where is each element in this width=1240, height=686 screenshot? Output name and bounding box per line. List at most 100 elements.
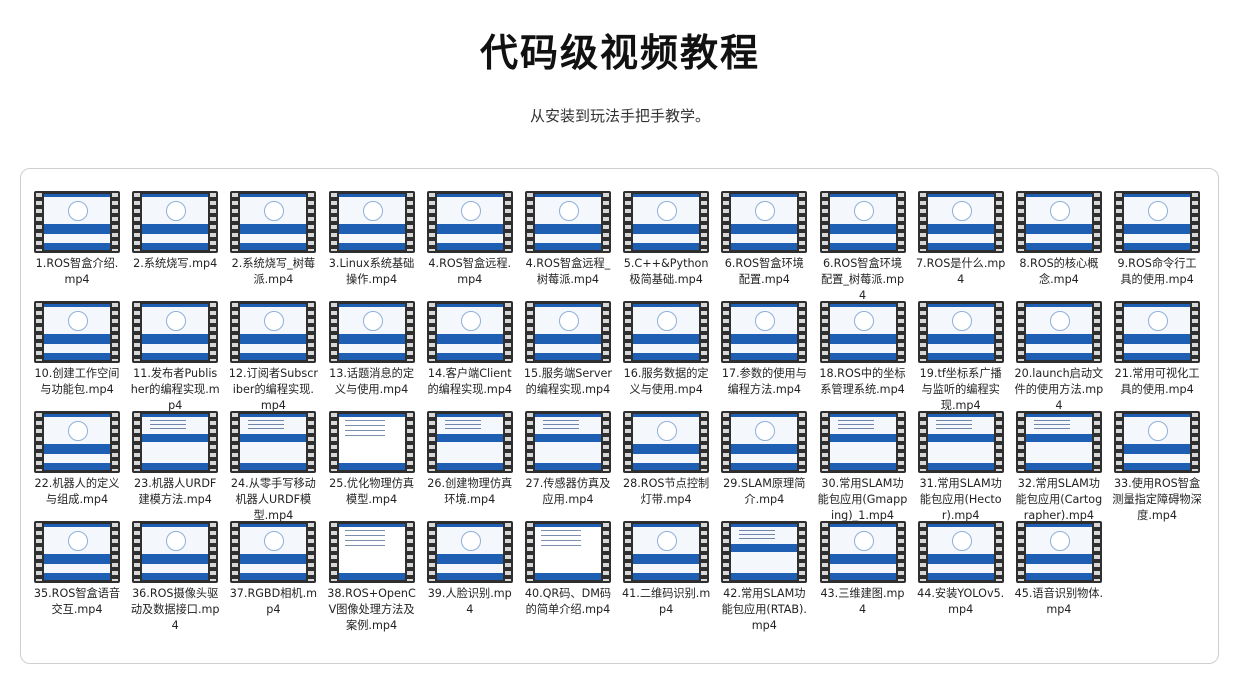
- video-file-item[interactable]: 15.服务端Server的编程实现.mp4: [524, 301, 612, 411]
- video-thumbnail-icon[interactable]: [623, 411, 710, 473]
- video-thumbnail-icon[interactable]: [328, 191, 415, 253]
- video-thumbnail-icon[interactable]: [819, 521, 906, 583]
- video-file-item[interactable]: 37.RGBD相机.mp4: [230, 521, 317, 631]
- video-file-item[interactable]: 13.话题消息的定义与使用.mp4: [328, 301, 415, 411]
- video-thumbnail-icon[interactable]: [132, 301, 219, 363]
- video-file-item[interactable]: 2.系统烧写_树莓派.mp4: [230, 191, 317, 301]
- video-file-item[interactable]: 30.常用SLAM功能包应用(Gmapping)_1.mp4: [818, 411, 907, 522]
- video-thumbnail-icon[interactable]: [819, 301, 906, 363]
- video-thumbnail-icon[interactable]: [917, 521, 1004, 583]
- video-thumbnail-icon[interactable]: [34, 191, 120, 253]
- video-file-item[interactable]: 17.参数的使用与编程方法.mp4: [721, 301, 808, 411]
- video-file-item[interactable]: 45.语音识别物体.mp4: [1015, 521, 1103, 631]
- video-file-item[interactable]: 20.launch启动文件的使用方法.mp4: [1014, 301, 1104, 412]
- video-thumbnail-icon[interactable]: [721, 301, 808, 363]
- video-thumbnail-icon[interactable]: [1114, 301, 1201, 363]
- video-file-item[interactable]: 10.创建工作空间与功能包.mp4: [34, 301, 120, 411]
- video-file-item[interactable]: 18.ROS中的坐标系管理系统.mp4: [819, 301, 906, 411]
- video-thumbnail-icon[interactable]: [230, 191, 317, 253]
- video-file-item[interactable]: 3.Linux系统基础操作.mp4: [328, 191, 415, 301]
- video-file-item[interactable]: 4.ROS智盒远程_树莓派.mp4: [524, 191, 611, 301]
- video-file-item[interactable]: 40.QR码、DM码的简单介绍.mp4: [525, 521, 611, 631]
- video-thumbnail-icon[interactable]: [623, 521, 710, 583]
- video-file-item[interactable]: 11.发布者Publisher的编程实现.mp4: [131, 301, 220, 412]
- video-file-item[interactable]: 9.ROS命令行工具的使用.mp4: [1114, 191, 1201, 301]
- video-file-item[interactable]: 8.ROS的核心概念.mp4: [1015, 191, 1102, 301]
- video-thumbnail-icon[interactable]: [721, 191, 808, 253]
- video-file-name: 31.常用SLAM功能包应用(Hector).mp4: [919, 477, 1002, 522]
- video-thumbnail-icon[interactable]: [819, 411, 906, 473]
- video-file-item[interactable]: 25.优化物理仿真模型.mp4: [328, 411, 415, 521]
- video-file-item[interactable]: 27.传感器仿真及应用.mp4: [524, 411, 611, 521]
- video-thumbnail-icon[interactable]: [917, 191, 1004, 253]
- video-file-item[interactable]: 12.订阅者Subscriber的编程实现.mp4: [229, 301, 318, 412]
- video-file-item[interactable]: 33.使用ROS智盒测量指定障碍物深度.mp4: [1112, 411, 1202, 522]
- video-file-name: 1.ROS智盒介绍.mp4: [35, 257, 119, 286]
- video-file-item[interactable]: 4.ROS智盒远程.mp4: [426, 191, 513, 301]
- video-thumbnail-icon[interactable]: [230, 301, 317, 363]
- video-thumbnail-icon[interactable]: [426, 301, 513, 363]
- video-thumbnail-icon[interactable]: [1114, 411, 1201, 473]
- video-file-item[interactable]: 2.系统烧写.mp4: [132, 191, 219, 301]
- video-file-item[interactable]: 23.机器人URDF建模方法.mp4: [132, 411, 219, 521]
- video-thumbnail-icon[interactable]: [230, 411, 317, 473]
- video-file-item[interactable]: 5.C++&Python极简基础.mp4: [623, 191, 710, 301]
- video-thumbnail-icon[interactable]: [524, 301, 611, 363]
- video-file-item[interactable]: 38.ROS+OpenCV图像处理方法及案例.mp4: [327, 521, 416, 632]
- video-file-item[interactable]: 44.安装YOLOv5.mp4: [917, 521, 1004, 631]
- video-file-item[interactable]: 6.ROS智盒环境配置.mp4: [721, 191, 808, 301]
- video-thumbnail-icon[interactable]: [1015, 411, 1102, 473]
- video-thumbnail-icon[interactable]: [524, 411, 611, 473]
- video-thumbnail-icon[interactable]: [524, 521, 611, 583]
- video-file-item[interactable]: 35.ROS智盒语音交互.mp4: [34, 521, 120, 631]
- video-thumbnail-icon[interactable]: [1015, 521, 1102, 583]
- video-thumbnail-icon[interactable]: [524, 191, 611, 253]
- video-thumbnail-icon[interactable]: [230, 521, 317, 583]
- video-thumbnail-icon[interactable]: [1114, 191, 1201, 253]
- video-file-name: 20.launch启动文件的使用方法.mp4: [1014, 367, 1104, 412]
- video-thumbnail-icon[interactable]: [132, 191, 219, 253]
- video-file-item[interactable]: 36.ROS摄像头驱动及数据接口.mp4: [131, 521, 220, 632]
- video-thumbnail-icon[interactable]: [328, 301, 415, 363]
- video-file-name: 4.ROS智盒远程_树莓派.mp4: [525, 257, 611, 286]
- video-thumbnail-icon[interactable]: [721, 411, 808, 473]
- video-thumbnail-icon[interactable]: [34, 301, 120, 363]
- video-thumbnail-icon[interactable]: [917, 411, 1004, 473]
- video-thumbnail-icon[interactable]: [328, 411, 415, 473]
- video-thumbnail-icon[interactable]: [623, 191, 710, 253]
- video-file-item[interactable]: 39.人脸识别.mp4: [426, 521, 513, 631]
- video-thumbnail-icon[interactable]: [34, 411, 120, 473]
- video-file-item[interactable]: 29.SLAM原理简介.mp4: [721, 411, 808, 521]
- video-thumbnail-icon[interactable]: [623, 301, 710, 363]
- video-thumbnail-icon[interactable]: [819, 191, 906, 253]
- video-file-item[interactable]: 28.ROS节点控制灯带.mp4: [623, 411, 709, 521]
- video-file-item[interactable]: 21.常用可视化工具的使用.mp4: [1114, 301, 1201, 411]
- video-thumbnail-icon[interactable]: [34, 521, 120, 583]
- video-file-item[interactable]: 19.tf坐标系广播与监听的编程实现.mp4: [917, 301, 1004, 412]
- video-file-item[interactable]: 16.服务数据的定义与使用.mp4: [623, 301, 710, 411]
- video-file-item[interactable]: 26.创建物理仿真环境.mp4: [426, 411, 513, 521]
- video-file-item[interactable]: 7.ROS是什么.mp4: [916, 191, 1005, 301]
- video-thumbnail-icon[interactable]: [917, 301, 1004, 363]
- video-file-item[interactable]: 41.二维码识别.mp4: [622, 521, 710, 631]
- video-thumbnail-icon[interactable]: [426, 411, 513, 473]
- video-thumbnail-icon[interactable]: [1015, 301, 1102, 363]
- video-file-item[interactable]: 42.常用SLAM功能包应用(RTAB).mp4: [721, 521, 808, 632]
- video-file-item[interactable]: 1.ROS智盒介绍.mp4: [34, 191, 120, 301]
- video-file-item[interactable]: 31.常用SLAM功能包应用(Hector).mp4: [917, 411, 1004, 522]
- video-thumbnail-icon[interactable]: [426, 521, 513, 583]
- video-file-item[interactable]: 14.客户端Client的编程实现.mp4: [426, 301, 513, 411]
- video-file-item[interactable]: 24.从零手写移动机器人URDF模型.mp4: [230, 411, 317, 522]
- video-thumbnail-icon[interactable]: [328, 521, 415, 583]
- video-file-item[interactable]: 6.ROS智盒环境配置_树莓派.mp4: [819, 191, 906, 302]
- video-thumbnail-icon[interactable]: [426, 191, 513, 253]
- video-file-name: 42.常用SLAM功能包应用(RTAB).mp4: [721, 587, 807, 632]
- video-thumbnail-icon[interactable]: [132, 411, 219, 473]
- video-file-item[interactable]: 22.机器人的定义与组成.mp4: [34, 411, 120, 521]
- video-thumbnail-icon[interactable]: [1015, 191, 1102, 253]
- video-file-item[interactable]: 32.常用SLAM功能包应用(Cartographer).mp4: [1015, 411, 1102, 522]
- video-file-name: 2.系统烧写.mp4: [133, 257, 218, 270]
- video-file-item[interactable]: 43.三维建图.mp4: [819, 521, 906, 631]
- video-thumbnail-icon[interactable]: [721, 521, 808, 583]
- video-thumbnail-icon[interactable]: [132, 521, 219, 583]
